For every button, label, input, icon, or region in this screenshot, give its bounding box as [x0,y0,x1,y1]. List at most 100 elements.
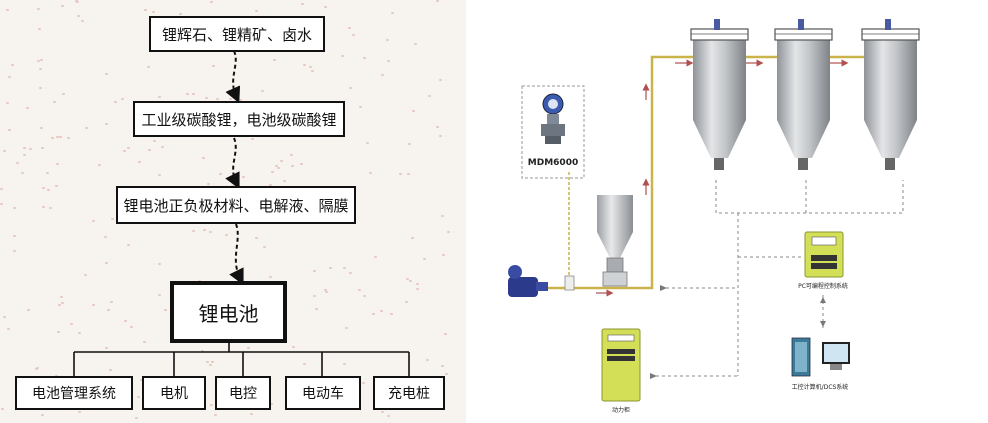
background-speck [242,176,245,178]
background-speck [135,417,138,419]
background-speck [363,57,366,59]
background-speck [158,263,161,265]
background-speck [343,267,346,269]
background-speck [67,137,70,139]
conveying-diagram: MDM6000 PC可编程控制系统 [508,19,920,414]
background-speck [0,188,3,190]
background-speck [127,244,130,246]
background-speck [70,323,73,325]
background-speck [412,110,415,112]
industrial-pc-icon [791,337,850,377]
background-speck [436,126,439,128]
transmitter-icon [541,93,565,144]
background-speck [366,142,369,144]
app-box-bms: 电池管理系统 [15,376,133,410]
background-speck [362,382,365,384]
background-speck [411,237,414,239]
background-speck [158,96,161,98]
background-speck [207,183,210,185]
background-speck [391,12,394,14]
background-speck [390,313,393,315]
background-speck [387,415,390,417]
background-speck [219,173,222,175]
background-speck [211,361,214,363]
background-speck [130,326,133,328]
background-speck [313,295,316,297]
background-speck [303,64,306,66]
background-speck [206,361,209,363]
background-speck [137,396,140,398]
background-speck [81,20,84,22]
chain-box-lithium-carbonate: 工业级碳酸锂，电池级碳酸锂 [133,101,345,137]
background-speck [164,309,167,311]
background-speck [127,147,130,149]
background-speck [144,9,147,11]
background-speck [123,150,126,152]
background-speck [416,283,419,285]
background-speck [269,184,272,186]
background-speck [148,149,151,151]
background-speck [250,413,253,415]
background-speck [26,107,29,109]
background-speck [51,137,54,139]
chain-connectors [73,50,410,376]
background-speck [210,1,213,3]
background-speck [61,302,64,304]
background-speck [345,327,348,329]
background-speck [6,9,9,11]
background-speck [114,101,117,103]
background-speck [225,234,228,236]
background-speck [408,143,411,145]
conveying-system-panel: MDM6000 PC可编程控制系统 [466,0,988,423]
background-speck [324,6,327,8]
background-speck [35,368,38,370]
background-speck [78,332,81,334]
background-speck [105,262,108,264]
background-speck [386,39,389,41]
background-speck [290,154,293,156]
pc-control-cabinet [804,231,844,278]
background-speck [209,364,212,366]
chain-box-battery-materials: 锂电池正负极材料、电解液、隔膜 [116,186,356,224]
background-speck [38,28,41,30]
background-speck [60,296,63,298]
background-speck [416,288,419,290]
background-speck [107,309,110,311]
background-speck [39,68,42,70]
background-speck [349,87,352,89]
background-speck [442,254,445,256]
background-speck [147,66,150,68]
background-speck [29,148,32,150]
app-box-motor: 电机 [142,376,206,410]
background-speck [41,147,44,149]
background-speck [428,95,431,97]
flow-arrows [596,59,849,297]
background-speck [212,65,215,67]
background-speck [205,97,208,99]
background-speck [343,363,346,365]
background-speck [78,411,81,413]
application-tree-lines [73,343,410,376]
background-speck [186,93,189,95]
background-speck [41,414,44,416]
background-speck [426,359,429,361]
background-speck [202,157,205,159]
background-speck [23,154,26,156]
background-speck [3,150,6,152]
background-speck [6,102,9,104]
background-speck [441,215,444,217]
silo-2 [774,19,833,170]
background-speck [57,331,60,333]
background-speck [329,267,332,269]
chain-box-lithium-battery: 锂电池 [170,281,287,343]
background-speck [348,27,351,29]
background-speck [292,346,295,348]
background-speck [192,93,195,95]
background-speck [111,218,114,220]
background-speck [239,99,242,101]
background-speck [363,295,366,297]
background-speck [104,236,107,238]
background-speck [436,0,439,2]
background-speck [84,274,87,276]
background-speck [271,171,274,173]
